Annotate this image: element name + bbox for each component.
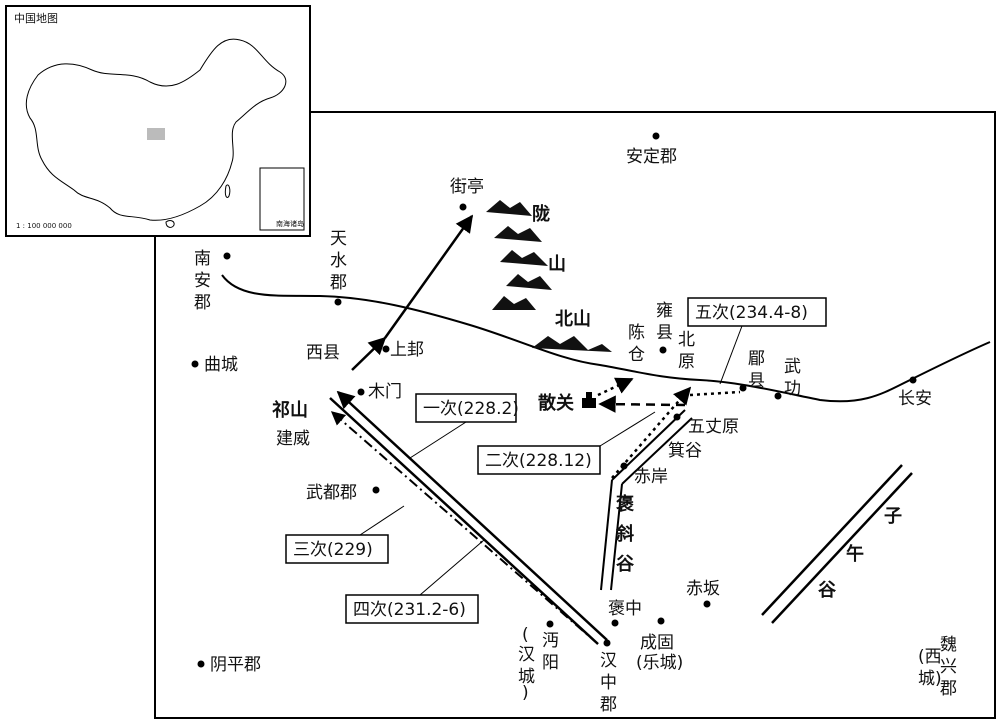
label-weixing-2: 兴 [940, 657, 957, 677]
route-3-4 [330, 411, 599, 645]
label-beiyuan-2: 原 [678, 352, 695, 372]
hainan-island [165, 220, 175, 228]
label-changan: 长安 [898, 389, 932, 409]
inset-scale: 1 : 100 000 000 [16, 222, 72, 230]
label-wugong-1: 武 [784, 357, 801, 377]
ziwu-valley [761, 464, 913, 624]
label-chencang-2: 仓 [628, 345, 645, 365]
label-beishan: 北山 [555, 309, 591, 330]
label-wugong-2: 功 [784, 379, 801, 399]
label-mumen: 木门 [368, 382, 402, 402]
label-chencang-1: 陈 [628, 323, 645, 343]
label-zi: 子 [884, 506, 902, 527]
label-wudu: 武都郡 [306, 483, 357, 503]
label-yinping: 阴平郡 [210, 655, 261, 675]
label-meixian-2: 县 [748, 371, 765, 391]
label-sanguan: 散关 [538, 392, 574, 414]
label-xie: 斜 [615, 523, 634, 545]
label-yongxian-1: 雍 [656, 301, 673, 321]
label-mianyang-2: 阳 [542, 653, 559, 673]
label-yongxian-2: 县 [656, 323, 673, 343]
label-hancheng-3: 城 [518, 667, 535, 687]
label-chiban: 赤坂 [686, 579, 720, 599]
longshan-mountains [486, 200, 552, 310]
campaign-2-label: 二次(228.12) [485, 451, 592, 471]
label-shan: 山 [548, 254, 566, 275]
label-chian: 赤岸 [634, 467, 668, 487]
wei-river [221, 274, 991, 403]
label-weixing-3: 郡 [940, 679, 957, 699]
campaign-5-label: 五次(234.4-8) [695, 303, 808, 323]
label-yuecheng: (乐城) [636, 653, 683, 673]
label-beiyuan-1: 北 [678, 330, 695, 350]
inset-title: 中国地图 [14, 12, 58, 25]
place-dots [191, 132, 917, 668]
label-shanggui: 上邽 [390, 340, 424, 360]
south-sea-label: 南海诸岛 [276, 219, 304, 228]
label-xicheng-2: 城) [918, 669, 942, 689]
label-hanzhong-3: 郡 [600, 695, 617, 715]
label-hancheng-1: ( [522, 625, 529, 645]
beishan-mountains [532, 336, 612, 352]
label-mianyang-1: 沔 [542, 631, 559, 651]
label-anding: 安定郡 [626, 147, 677, 167]
route-5 [597, 377, 741, 479]
label-qishan: 祁山 [272, 399, 308, 421]
label-xixian: 西县 [306, 343, 340, 363]
label-hanzhong-1: 汉 [600, 651, 617, 671]
campaign-4-label: 四次(231.2-6) [353, 600, 466, 620]
label-jianwei: 建威 [276, 429, 310, 449]
label-tianshui-1: 天 [330, 229, 347, 249]
fortress-icon [582, 392, 596, 408]
label-chenggu: 成固 [640, 633, 674, 653]
taiwan-island [224, 184, 231, 199]
label-tianshui-2: 水 [330, 251, 347, 271]
label-weixing-1: 魏 [940, 635, 957, 655]
label-baozhong: 褒中 [608, 599, 642, 619]
label-long: 陇 [532, 203, 550, 225]
label-ziwu-gu: 谷 [818, 580, 837, 601]
label-bao: 褒 [615, 493, 635, 515]
campaign-3-label: 三次(229) [293, 540, 373, 560]
inset-china-map: 中国地图 南海诸岛 1 : 100 000 000 [5, 5, 311, 237]
label-wu: 午 [846, 543, 864, 565]
label-qucheng: 曲城 [204, 355, 238, 375]
campaign-boxes [285, 297, 827, 624]
label-tianshui-3: 郡 [330, 273, 347, 293]
campaign-1-label: 一次(228.2) [423, 399, 519, 419]
label-nanan-2: 安 [194, 271, 211, 291]
label-wuzhangyuan: 五丈原 [688, 417, 739, 437]
label-hancheng-2: 汉 [518, 645, 535, 665]
label-nanan-1: 南 [194, 249, 211, 269]
label-hancheng-4: ) [522, 683, 529, 703]
label-meixian-1: 郿 [748, 349, 765, 369]
label-gu: 谷 [616, 554, 635, 575]
region-highlight [147, 128, 165, 140]
leader-lines [359, 325, 743, 596]
label-xicheng-1: (西 [918, 647, 942, 667]
label-nanan-3: 郡 [194, 293, 211, 313]
label-jigu: 箕谷 [668, 441, 702, 461]
route-1 [329, 214, 608, 645]
china-outline [25, 38, 287, 221]
south-sea-box [259, 167, 305, 231]
label-hanzhong-2: 中 [600, 673, 617, 693]
label-jieting: 街亭 [450, 177, 484, 197]
